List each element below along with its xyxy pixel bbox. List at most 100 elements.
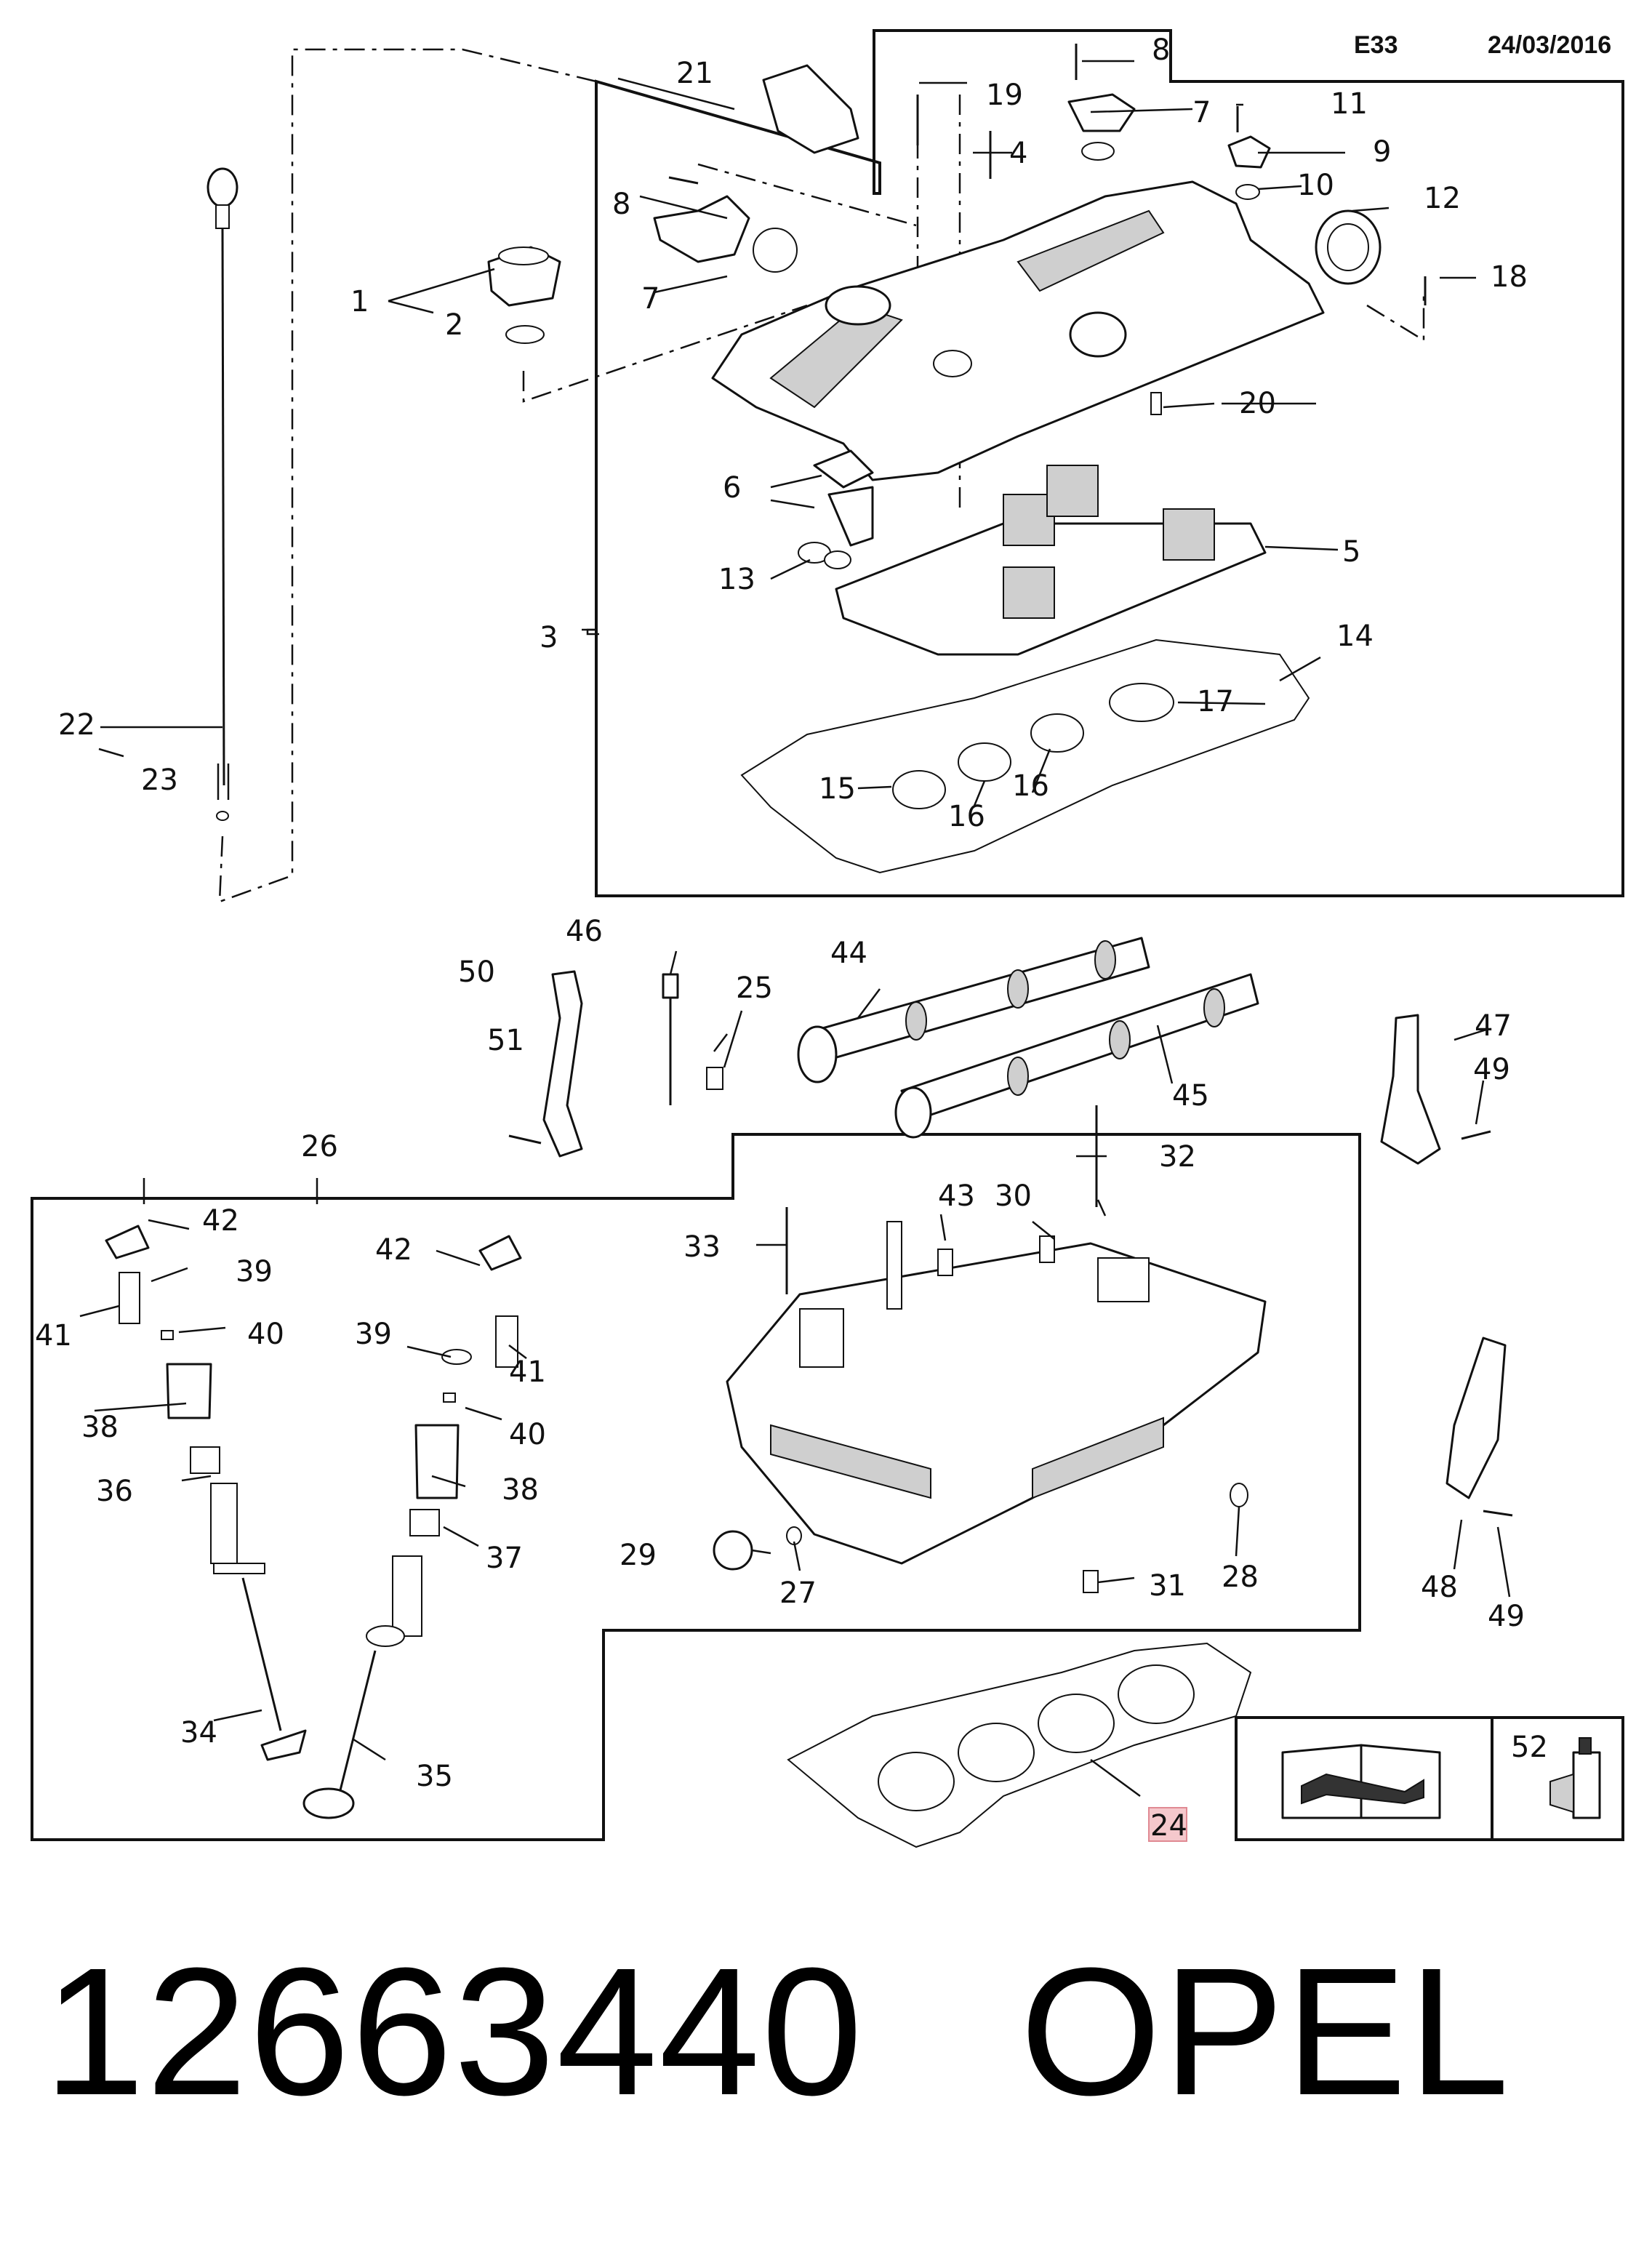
- cylinder-head: [726, 1242, 1267, 1565]
- callout-38a: 38: [81, 1411, 119, 1444]
- callout-1: 1: [350, 285, 369, 318]
- callout-44: 44: [830, 937, 867, 970]
- callout-48: 48: [1421, 1571, 1458, 1604]
- oil-dipstick: [206, 167, 238, 821]
- cover-bolts: [668, 44, 1427, 415]
- cam-cover-group-frame: [595, 29, 1624, 897]
- callout-37: 37: [486, 1542, 523, 1575]
- callout-17: 17: [1197, 685, 1234, 718]
- callout-21: 21: [676, 57, 713, 90]
- callout-35: 35: [416, 1760, 453, 1793]
- callout-34: 34: [180, 1716, 217, 1750]
- callout-2: 2: [445, 308, 463, 342]
- callout-50: 50: [458, 955, 495, 989]
- exhaust-camshaft: [894, 973, 1259, 1139]
- callout-26: 26: [301, 1130, 338, 1163]
- callout-38b: 38: [502, 1473, 539, 1507]
- callout-8b: 8: [1152, 33, 1170, 67]
- vent-hose-connector: [653, 195, 798, 273]
- cylinder-head-group-frame: [31, 1133, 1361, 1841]
- diagram-date: 24/03/2016: [1488, 31, 1611, 59]
- callout-24-highlight: [1148, 1807, 1187, 1842]
- callout-11: 11: [1331, 87, 1368, 121]
- callout-16b: 16: [1012, 769, 1049, 803]
- book-wrench-icon: [1281, 1744, 1441, 1819]
- callout-46: 46: [566, 915, 603, 948]
- callout-3: 3: [540, 621, 558, 654]
- callout-41a: 41: [35, 1319, 72, 1353]
- valvetrain-right: [302, 1235, 522, 1819]
- callout-31: 31: [1149, 1569, 1186, 1603]
- callout-4: 4: [1009, 137, 1027, 170]
- cylinder-head-gasket: [787, 1642, 1252, 1848]
- callout-39a: 39: [236, 1255, 273, 1289]
- camshaft-seal: [1315, 209, 1382, 285]
- dipstick-guide: [218, 48, 597, 903]
- oil-pressure-sensor: [1227, 135, 1271, 200]
- dowel-sleeve: [706, 1067, 723, 1090]
- callout-labels: 1 2 3 4 5 6 7 7 8 8 9 10 11 12 13 14 15 …: [35, 33, 1548, 1843]
- leader-lines: [79, 60, 1511, 1798]
- part-number-footer: 12663440 OPEL: [44, 1930, 1511, 2133]
- pcv-valve: [762, 64, 859, 154]
- camshaft-cover: [711, 180, 1325, 481]
- callout-41b: 41: [509, 1355, 546, 1389]
- callout-23: 23: [141, 764, 178, 797]
- oil-filler-cap: [487, 246, 561, 344]
- callout-10: 10: [1297, 169, 1334, 202]
- head-bolt: [662, 973, 679, 1105]
- callout-29: 29: [620, 1539, 657, 1572]
- callout-20: 20: [1239, 387, 1276, 420]
- callout-24: 24: [1150, 1809, 1187, 1843]
- callout-42a: 42: [202, 1204, 239, 1238]
- callout-40b: 40: [509, 1418, 546, 1451]
- rear-lifting-brackets: [1380, 1014, 1513, 1517]
- callout-36: 36: [96, 1475, 133, 1508]
- callout-49b: 49: [1488, 1600, 1525, 1633]
- oil-separator-baffle: [835, 465, 1267, 656]
- callout-43: 43: [938, 1179, 975, 1213]
- callout-49a: 49: [1473, 1053, 1510, 1086]
- spark-plug: [886, 1221, 902, 1310]
- callout-12: 12: [1424, 182, 1461, 215]
- camshaft-position-sensor: [1067, 93, 1136, 161]
- callout-27: 27: [779, 1576, 817, 1610]
- callout-7a: 7: [641, 282, 659, 316]
- callout-51: 51: [487, 1024, 524, 1057]
- callout-6: 6: [723, 471, 741, 505]
- front-lifting-bracket: [508, 970, 583, 1158]
- notes-box-frame: [1235, 1716, 1624, 1841]
- misc-small-parts: [713, 1105, 1248, 1593]
- callout-33: 33: [683, 1230, 721, 1264]
- callout-42b: 42: [375, 1233, 412, 1267]
- callout-45: 45: [1172, 1079, 1209, 1113]
- callout-22: 22: [58, 708, 95, 742]
- callout-52: 52: [1511, 1731, 1548, 1764]
- callout-28: 28: [1222, 1560, 1259, 1594]
- baffle-clip: [813, 449, 874, 547]
- callout-9: 9: [1373, 135, 1391, 169]
- callout-32: 32: [1159, 1140, 1196, 1174]
- callout-8a: 8: [612, 188, 630, 221]
- callout-13: 13: [718, 563, 755, 596]
- callout-40a: 40: [247, 1318, 284, 1351]
- callout-7b: 7: [1192, 96, 1211, 129]
- valvetrain-left: [105, 1225, 307, 1761]
- callout-15: 15: [819, 772, 856, 806]
- callout-47: 47: [1475, 1009, 1512, 1043]
- callout-19: 19: [986, 79, 1023, 112]
- sealant-tube-icon: [1549, 1737, 1601, 1819]
- callout-30: 30: [995, 1179, 1032, 1213]
- callout-16a: 16: [948, 800, 985, 833]
- cover-gasket: [740, 638, 1310, 874]
- callout-25: 25: [736, 971, 773, 1005]
- diagram-code: E33: [1354, 31, 1398, 59]
- callout-14: 14: [1336, 620, 1374, 653]
- callout-18: 18: [1491, 260, 1528, 294]
- grommet-set: [798, 542, 851, 569]
- callout-5: 5: [1342, 535, 1360, 569]
- intake-camshaft: [797, 937, 1150, 1083]
- spark-plug-tube-seals: [892, 683, 1174, 809]
- callout-39b: 39: [355, 1318, 392, 1351]
